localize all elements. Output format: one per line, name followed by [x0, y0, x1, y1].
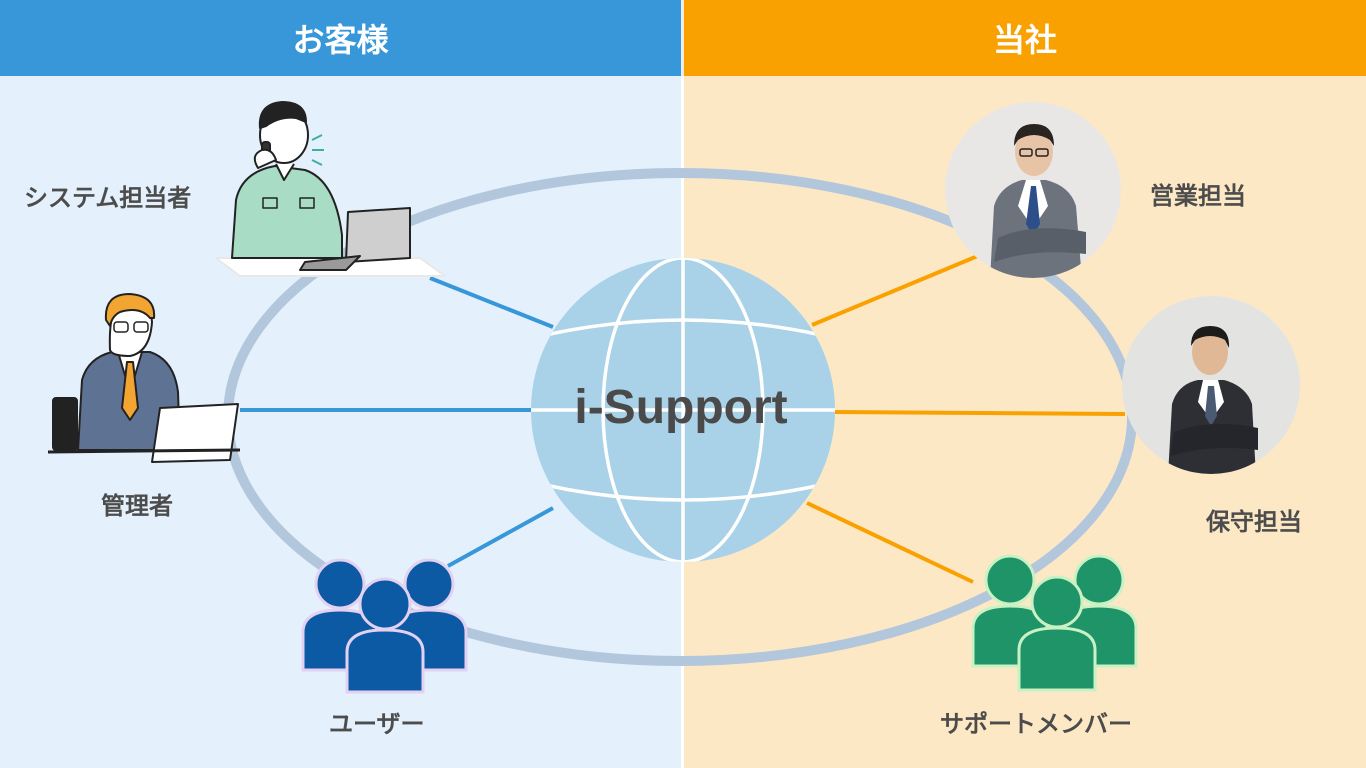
connector-maintenance	[834, 410, 1126, 416]
connector-support	[806, 501, 974, 584]
company-header: 当社	[684, 0, 1366, 76]
connector-users	[447, 506, 554, 568]
system-admin-label: システム担当者	[24, 184, 192, 212]
customer-header-title: お客様	[292, 21, 389, 59]
support-members-label: サポートメンバー	[940, 710, 1132, 738]
connector-sales	[811, 253, 981, 327]
connector-system-admin	[429, 276, 554, 329]
businessman-laptop-icon	[47, 293, 241, 463]
man-on-phone-laptop-icon	[215, 101, 446, 277]
support-group-icon	[971, 554, 1138, 692]
user-group-icon	[301, 558, 468, 694]
customer-header: お客様	[0, 0, 681, 76]
center-label: i-Support	[574, 381, 787, 434]
company-header-title: 当社	[992, 21, 1057, 59]
maintenance-label: 保守担当	[1206, 508, 1302, 536]
globe-icon	[531, 258, 835, 562]
sales-label: 営業担当	[1150, 182, 1246, 210]
maintenance-person-photo	[1122, 296, 1300, 474]
users-label: ユーザー	[329, 710, 425, 738]
sales-person-photo	[945, 102, 1121, 278]
manager-label: 管理者	[101, 492, 173, 520]
